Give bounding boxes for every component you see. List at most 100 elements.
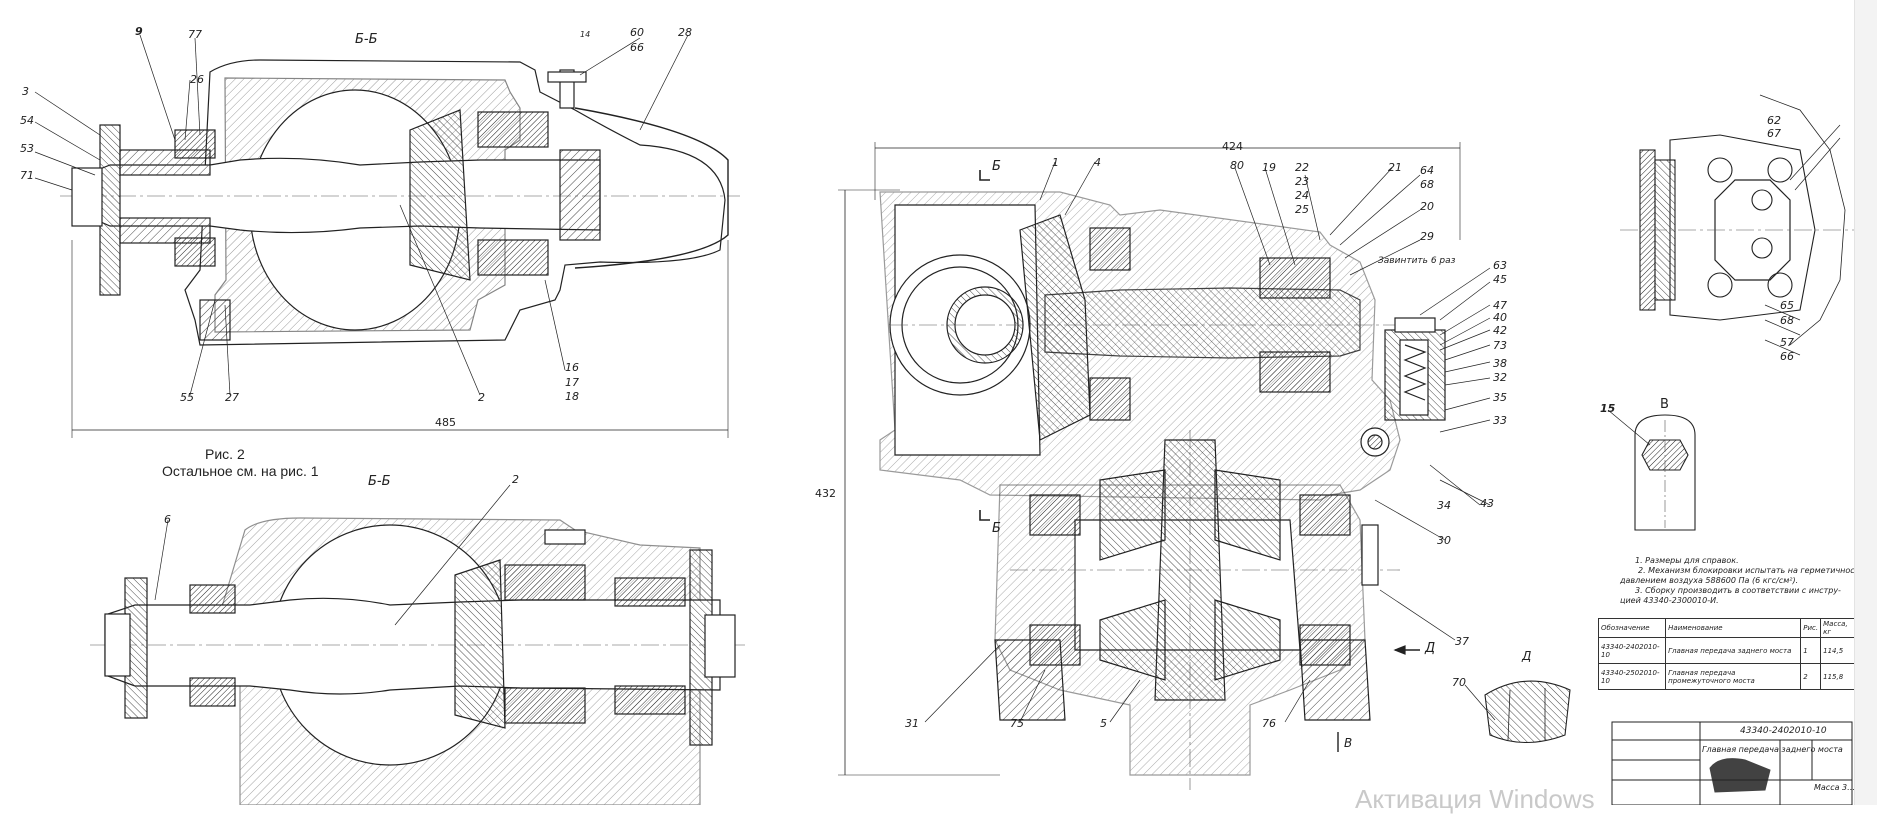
part-label-14: 14 — [580, 30, 591, 39]
part-label-38: 38 — [1493, 357, 1507, 370]
spec-cell: 2 — [1800, 663, 1822, 690]
activation-watermark: Активация Windows — [1355, 784, 1595, 814]
part-label-3: 3 — [22, 85, 29, 98]
part-label-54: 54 — [20, 114, 34, 127]
spec-header-mass: Масса, кг — [1820, 618, 1858, 638]
part-label-80: 80 — [1230, 159, 1244, 172]
spec-cell: Главная передача заднего моста — [1665, 637, 1802, 664]
spec-header-designation: Обозначение — [1597, 618, 1667, 638]
title-block — [1611, 721, 1853, 805]
part-label-65: 65 — [1780, 299, 1794, 312]
part-label-29: 29 — [1420, 230, 1434, 243]
side-view — [1620, 94, 1860, 356]
part-label-9: 9 — [135, 25, 143, 38]
part-label-63: 63 — [1493, 259, 1507, 272]
part-label-37: 37 — [1455, 635, 1469, 648]
part-label-67: 67 — [1767, 127, 1781, 140]
section-label-bottom: Б-Б — [368, 474, 391, 489]
part-label-2-bottom: 2 — [512, 473, 519, 486]
part-label-21: 21 — [1388, 161, 1402, 174]
part-label-19: 19 — [1262, 161, 1276, 174]
part-label-24: 24 — [1295, 189, 1309, 202]
spec-cell: Главная передача промежуточного моста — [1665, 663, 1802, 690]
part-label-17: 17 — [565, 376, 579, 389]
part-label-60: 60 — [630, 26, 644, 39]
part-label-2: 2 — [478, 391, 485, 404]
table-row: 43340-2502010-10 Главная передача промеж… — [1597, 663, 1858, 690]
part-label-66-side: 66 — [1780, 350, 1794, 363]
note-line-5: цией 43340-2300010-И. — [1620, 596, 1719, 605]
part-label-75: 75 — [1010, 717, 1024, 730]
spec-table: Обозначение Наименование Рис. Масса, кг … — [1597, 618, 1858, 690]
note-line-3: давлением воздуха 588600 Па (6 кгс/см²). — [1620, 576, 1799, 585]
table-row: 43340-2402010-10 Главная передача заднег… — [1597, 637, 1858, 664]
dimension-424: 424 — [1222, 140, 1243, 153]
spec-cell: 114,5 — [1820, 637, 1858, 664]
section-view-bottom — [90, 484, 745, 805]
spec-cell: 43340-2402010-10 — [1597, 637, 1667, 664]
part-label-23: 23 — [1295, 175, 1309, 188]
part-label-47: 47 — [1493, 299, 1507, 312]
part-label-76: 76 — [1262, 717, 1276, 730]
dimension-432: 432 — [815, 487, 836, 500]
spec-cell: 1 — [1800, 637, 1822, 664]
part-label-71: 71 — [20, 169, 34, 182]
section-label-top: Б-Б — [355, 32, 378, 47]
part-label-68: 68 — [1420, 178, 1434, 191]
part-label-77: 77 — [188, 28, 202, 41]
part-label-53: 53 — [20, 142, 34, 155]
cut-label-b-bottom: Б — [992, 521, 1001, 536]
part-label-25: 25 — [1295, 203, 1309, 216]
part-label-66: 66 — [630, 41, 644, 54]
view-label-d: Д — [1522, 649, 1532, 663]
part-label-57: 57 — [1780, 336, 1794, 349]
note-line-2: 2. Механизм блокировки испытать на герме… — [1638, 566, 1865, 575]
figure-caption: Рис. 2 — [205, 446, 245, 462]
note-line-4: 3. Сборку производить в соответствии с и… — [1635, 586, 1841, 595]
dimension-485: 485 — [435, 416, 456, 429]
spec-header-name: Наименование — [1665, 618, 1802, 638]
cut-label-b-top: Б — [992, 159, 1001, 174]
detail-view-d — [1464, 680, 1571, 743]
part-label-5: 5 — [1100, 717, 1107, 730]
part-label-68-side: 68 — [1780, 314, 1794, 327]
title-block-code: 43340-2402010-10 — [1740, 726, 1827, 736]
arrow-label-d: Д — [1425, 641, 1436, 656]
note-line-1: 1. Размеры для справок. — [1635, 556, 1739, 565]
part-label-45: 45 — [1493, 273, 1507, 286]
part-label-73: 73 — [1493, 339, 1507, 352]
part-label-22: 22 — [1295, 161, 1309, 174]
part-label-1: 1 — [1052, 156, 1059, 169]
part-label-32: 32 — [1493, 371, 1507, 384]
note-zavint: Завинтить 6 раз — [1378, 256, 1456, 266]
part-label-4: 4 — [1094, 156, 1101, 169]
title-block-note: Масса 3… — [1814, 783, 1856, 792]
figure-subcaption: Остальное см. на рис. 1 — [162, 463, 319, 479]
part-label-6: 6 — [164, 513, 171, 526]
part-label-40: 40 — [1493, 311, 1507, 324]
part-label-27: 27 — [225, 391, 239, 404]
part-label-70: 70 — [1452, 676, 1466, 689]
spec-cell: 115,8 — [1820, 663, 1858, 690]
vertical-scrollbar[interactable] — [1854, 0, 1877, 805]
part-label-62: 62 — [1767, 114, 1781, 127]
part-label-64: 64 — [1420, 164, 1434, 177]
part-label-35: 35 — [1493, 391, 1507, 404]
part-label-42: 42 — [1493, 324, 1507, 337]
spec-header-fig: Рис. — [1800, 618, 1822, 638]
view-label-b: В — [1660, 397, 1669, 412]
part-label-26: 26 — [190, 73, 204, 86]
arrow-label-v: В — [1344, 736, 1353, 750]
detail-view-b — [1607, 409, 1696, 531]
title-block-title: Главная передача заднего моста — [1702, 745, 1843, 754]
part-label-20: 20 — [1420, 200, 1434, 213]
part-label-43: 43 — [1480, 497, 1494, 510]
part-label-16: 16 — [565, 361, 579, 374]
section-view-top — [34, 34, 740, 438]
part-label-18: 18 — [565, 390, 579, 403]
spec-cell: 43340-2502010-10 — [1597, 663, 1667, 690]
part-label-31: 31 — [905, 717, 919, 730]
part-label-30: 30 — [1437, 534, 1451, 547]
